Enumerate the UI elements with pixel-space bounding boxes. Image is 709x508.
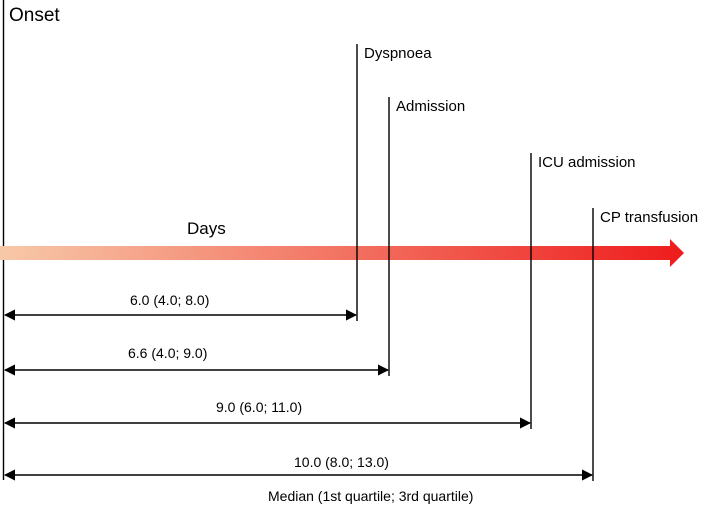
event-label-admission: Admission [396, 98, 465, 115]
interval-label-admission: 6.6 (4.0; 9.0) [128, 345, 207, 361]
event-label-icu-admission: ICU admission [538, 154, 636, 171]
event-label-dyspnoea: Dyspnoea [364, 45, 432, 62]
days-arrow [0, 239, 684, 267]
event-markers: Dyspnoea 6.0 (4.0; 8.0) Admission 6.6 (4.0;… [3, 44, 698, 481]
onset-label: Onset [9, 5, 60, 26]
footnote: Median (1st quartile; 3rd quartile) [268, 488, 473, 504]
interval-label-icu-admission: 9.0 (6.0; 11.0) [216, 399, 302, 415]
interval-label-dyspnoea: 6.0 (4.0; 8.0) [130, 292, 209, 308]
event-label-cp-transfusion: CP transfusion [600, 209, 698, 226]
interval-label-cp-transfusion: 10.0 (8.0; 13.0) [294, 454, 389, 470]
days-label: Days [187, 219, 226, 238]
